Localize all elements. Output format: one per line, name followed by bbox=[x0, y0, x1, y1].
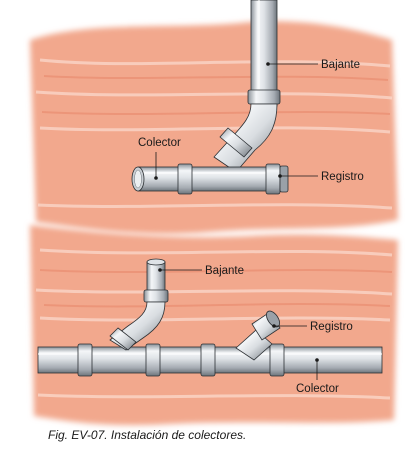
upper-downpipe-label: Bajante bbox=[321, 59, 360, 71]
upper-downpipe bbox=[250, 0, 278, 107]
upper-downpipe-socket bbox=[247, 89, 281, 105]
upper-collector-pipe bbox=[137, 166, 285, 192]
lower-collector-label: Colector bbox=[296, 383, 339, 395]
lower-assembly bbox=[37, 258, 383, 377]
upper-cleanout-cap bbox=[279, 165, 289, 193]
wall-background bbox=[30, 21, 398, 426]
upper-cleanout-label: Registro bbox=[321, 171, 364, 183]
lower-labels: Bajante Registro Colector bbox=[158, 265, 353, 395]
lower-downpipe-label: Bajante bbox=[205, 265, 244, 277]
figure-caption: Fig. EV-07. Instalación de colectores. bbox=[48, 428, 247, 442]
upper-collector-label: Colector bbox=[138, 137, 181, 149]
upper-assembly bbox=[131, 0, 289, 195]
upper-labels: Bajante Colector Registro bbox=[138, 59, 364, 183]
lower-cleanout-label: Registro bbox=[310, 321, 353, 333]
